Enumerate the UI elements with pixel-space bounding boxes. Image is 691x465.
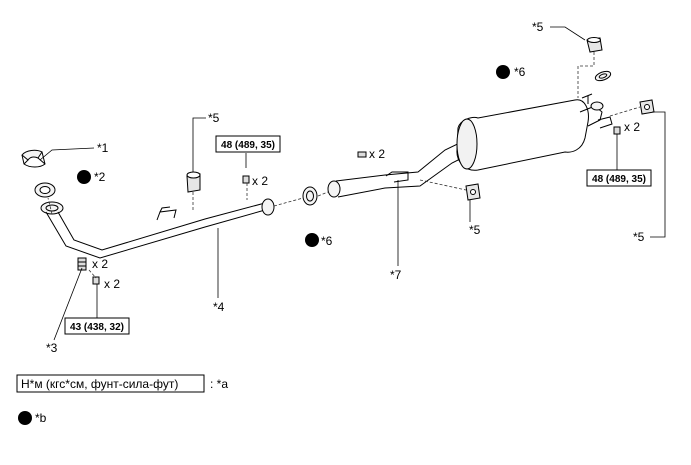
part-2-gasket [34, 182, 56, 198]
qty-left-2: x 2 [104, 277, 120, 291]
torque-box-left: 43 (438, 32) [64, 317, 130, 335]
qty-left-1: x 2 [92, 257, 108, 271]
torque-right-value: 48 (489, 35) [592, 174, 646, 185]
part-5-right-cushion [639, 99, 655, 115]
callout-7: *7 [390, 268, 402, 282]
legend-torque: Н*м (кгс*см, фунт-сила-фут) : *a [16, 374, 228, 393]
part-6-left-gasket [302, 186, 318, 206]
callout-5-right: *5 [633, 230, 645, 244]
legend-torque-ref: : *a [210, 377, 228, 391]
alignment-dashes [47, 52, 641, 279]
part-7-center-pipe [327, 137, 475, 198]
legend-replace: *b [18, 411, 47, 425]
dot-6-left [305, 233, 319, 247]
qty-right: x 2 [624, 120, 640, 134]
replace-markers [77, 65, 510, 247]
torque-box-mid: 48 (489, 35) [215, 135, 281, 153]
callout-1: *1 [97, 141, 109, 155]
torque-box-right: 48 (489, 35) [586, 169, 652, 187]
callout-3: *3 [46, 341, 58, 355]
callout-5-top: *5 [532, 20, 544, 34]
dot-6-top [496, 65, 510, 79]
part-6-top-gasket [594, 70, 612, 82]
legend-dot-ref: *b [35, 411, 47, 425]
qty-mid: x 2 [252, 174, 268, 188]
legend-torque-text: Н*м (кгс*см, фунт-сила-фут) [21, 377, 178, 391]
part-muffler [456, 93, 621, 171]
callout-5-mid: *5 [469, 223, 481, 237]
leader-lines [39, 26, 666, 341]
callout-4: *4 [213, 300, 225, 314]
part-1-clip [21, 149, 46, 168]
legend-dot [18, 411, 32, 425]
qty-center: x 2 [369, 147, 385, 161]
part-5-left-cushion [186, 171, 201, 193]
callout-6-top: *6 [514, 65, 526, 79]
part-5-top-cushion [586, 37, 603, 53]
dot-2 [77, 170, 91, 184]
torque-mid-value: 48 (489, 35) [221, 140, 275, 151]
callout-2: *2 [94, 170, 106, 184]
part-4-front-pipe [40, 175, 275, 285]
callout-5-left: *5 [208, 111, 220, 125]
part-5-mid-cushion [465, 183, 481, 201]
callout-6-left: *6 [321, 234, 333, 248]
torque-left-value: 43 (438, 32) [70, 322, 124, 333]
